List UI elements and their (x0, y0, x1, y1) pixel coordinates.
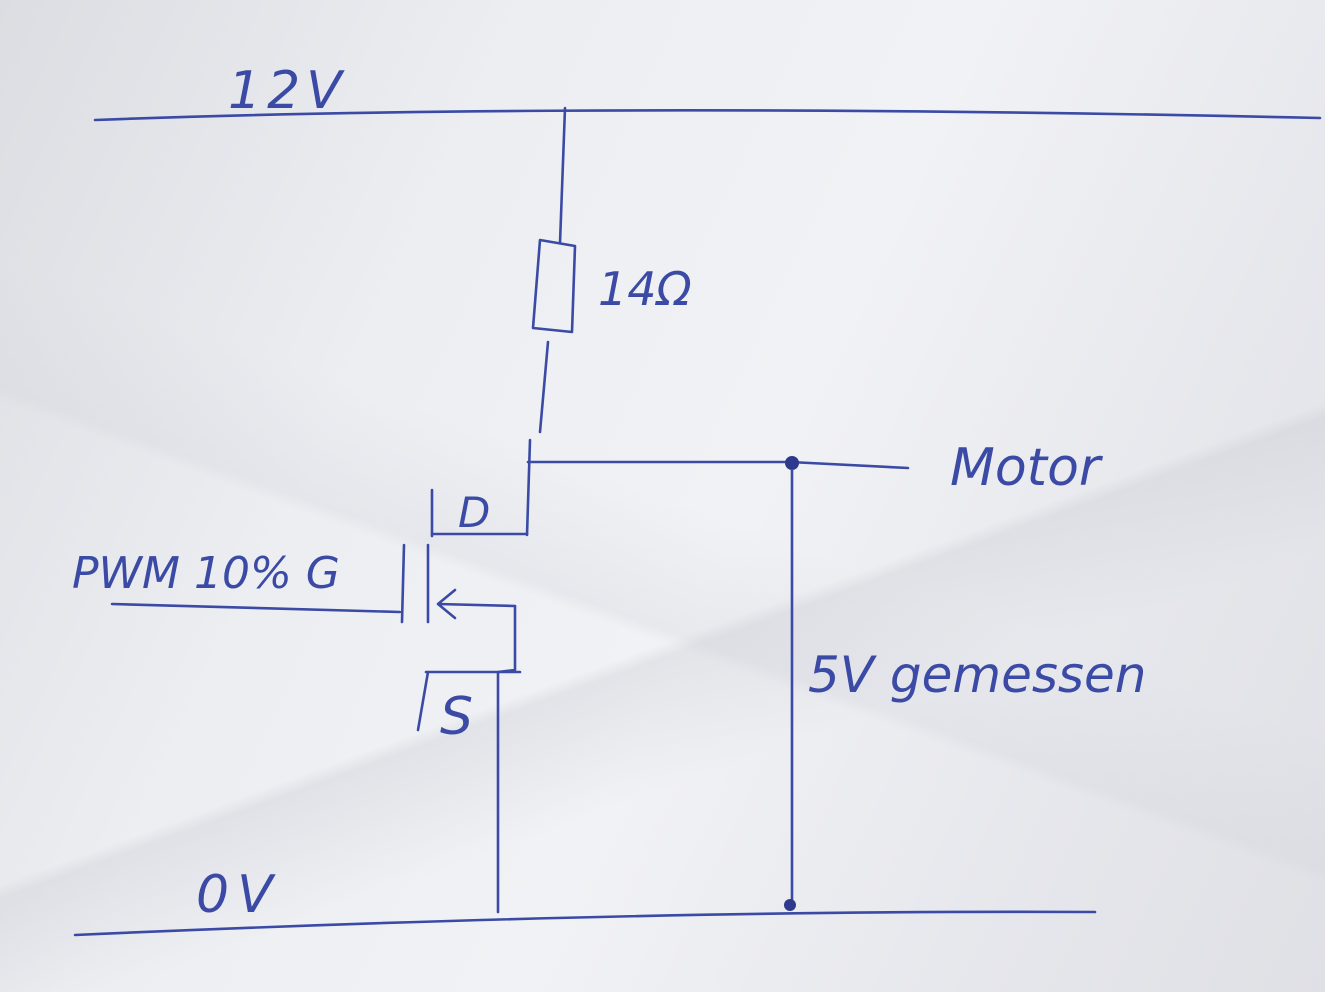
source-label: S (440, 687, 473, 747)
wire-gate-input (110, 602, 402, 614)
ground-label: 0V (196, 865, 281, 925)
resistor-body (531, 238, 577, 334)
supply-label: 12V (228, 61, 348, 121)
ground-junction-dot (784, 899, 796, 911)
motor-junction-dot (785, 456, 799, 470)
pwm-gate-label: PWM 10% G (72, 548, 340, 599)
wire-drain-vertical (525, 438, 532, 537)
mosfet-gate-plate (400, 543, 406, 624)
wire-motor-node (526, 460, 910, 470)
wire-resistor-to-drain (538, 340, 550, 434)
motor-label: Motor (950, 438, 1104, 498)
wire-rail-to-resistor (558, 106, 567, 245)
source-marker (416, 670, 522, 732)
resistor-label: 14Ω (598, 262, 692, 316)
ground-rail (73, 910, 1097, 937)
measurement-voltage-label: 5V gemessen (808, 646, 1146, 704)
mosfet-arrow (436, 588, 517, 620)
supply-rail (93, 109, 1322, 122)
wire-source-vertical (496, 604, 517, 914)
drain-label: D (458, 488, 490, 537)
